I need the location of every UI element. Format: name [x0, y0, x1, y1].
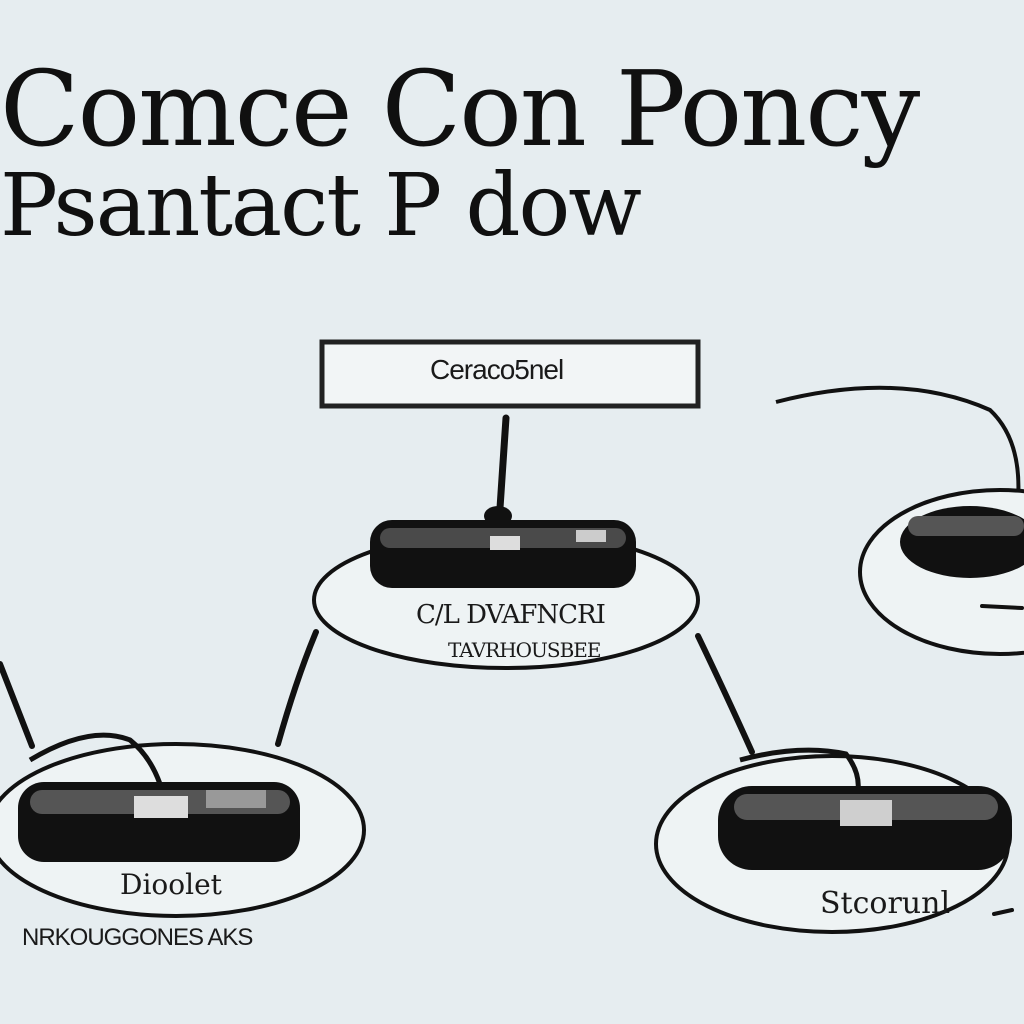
right-edge-tick [992, 908, 1014, 916]
center-node-label-2: TAVRHOUSBEE [448, 638, 601, 662]
left-node-label: Dioolet [120, 868, 222, 901]
top-right-tick [980, 604, 1024, 610]
center-node-label-1: C/L DVAFNCRI [416, 600, 606, 630]
title-line-2: Psantact P dow [0, 156, 642, 256]
right-device [718, 786, 1012, 870]
connector-top [496, 414, 510, 512]
left-edge-line [0, 661, 35, 749]
left-device [18, 782, 300, 862]
top-label-box [319, 339, 701, 409]
right-node-label: Stcorunl [820, 886, 951, 921]
connector-center-left [275, 629, 319, 747]
center-device [370, 520, 636, 588]
top-right-device [900, 506, 1024, 578]
connector-center-right [695, 633, 755, 755]
right-node-cable [739, 747, 861, 791]
title-line-1: Comce Con Poncy [0, 48, 920, 170]
bottom-left-caption: NRKOUGGONES AKS [22, 924, 253, 951]
top-right-arc [775, 385, 1021, 501]
left-node-cable [28, 732, 163, 785]
top-box-label: Ceraco5nel [430, 354, 564, 385]
